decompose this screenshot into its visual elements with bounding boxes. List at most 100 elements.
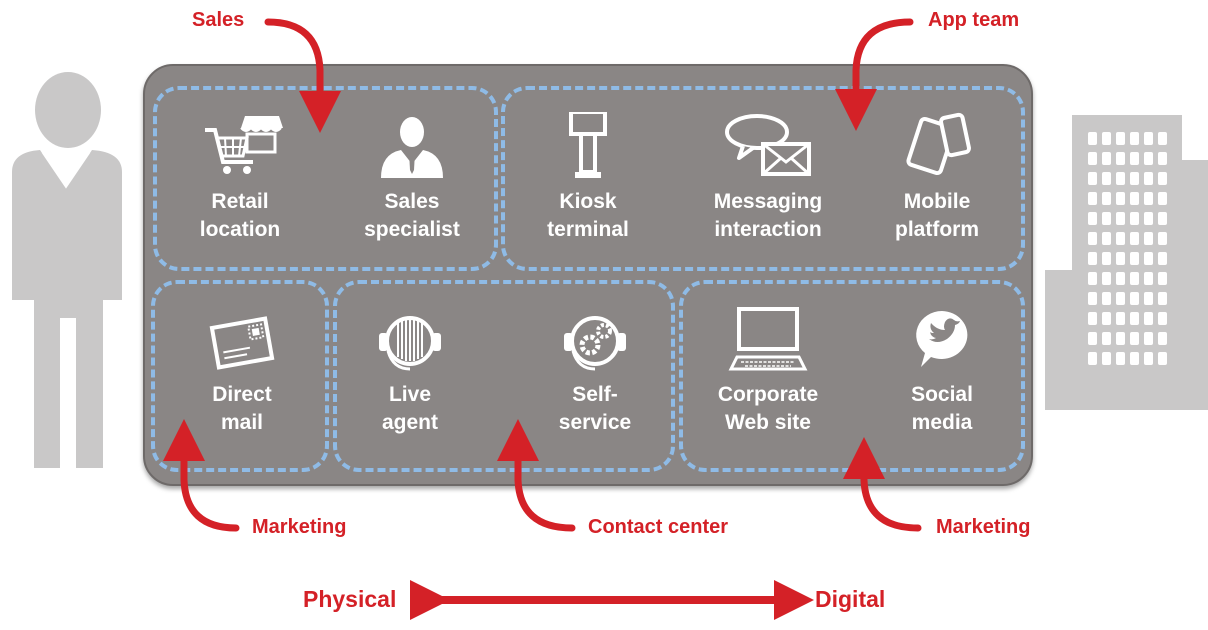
building-window (1102, 192, 1111, 205)
building-window (1116, 352, 1125, 365)
building-window (1158, 252, 1167, 265)
building-window (1130, 332, 1139, 345)
building-window (1102, 132, 1111, 145)
building-window (1116, 152, 1125, 165)
building-window (1144, 252, 1153, 265)
channel-kiosk-terminal: Kiosk terminal (508, 112, 668, 244)
computer-monitor-icon (728, 307, 808, 371)
building-window (1116, 132, 1125, 145)
group-contact-center (333, 280, 675, 472)
team-label-sales: Sales (192, 9, 245, 31)
headset-gears-icon (564, 316, 626, 371)
building-window (1158, 192, 1167, 205)
building-window (1116, 312, 1125, 325)
axis-label-digital: Digital (815, 586, 886, 612)
sales-specialist-label: Sales specialist (364, 190, 460, 241)
building-window (1144, 192, 1153, 205)
building-window (1088, 292, 1097, 305)
contact-center-arrow (497, 419, 576, 532)
building-window (1116, 232, 1125, 245)
building-window (1116, 192, 1125, 205)
building-window (1102, 272, 1111, 285)
building-window (1102, 252, 1111, 265)
live-agent-label: Live agent (381, 383, 438, 434)
retail-location-label: Retail location (199, 190, 281, 241)
marketing-right-arrow (843, 437, 922, 532)
building-window (1158, 332, 1167, 345)
building-window (1116, 172, 1125, 185)
channel-retail-location: Retail location (160, 112, 320, 244)
mobile-platform-label: Mobile platform (895, 190, 979, 241)
building-window (1144, 232, 1153, 245)
group-direct-mail (151, 280, 329, 472)
building-window (1130, 312, 1139, 325)
building-window (1102, 352, 1111, 365)
building-window (1130, 252, 1139, 265)
sales-arrow (264, 18, 341, 133)
direct-mail-label: Direct mail (212, 383, 272, 434)
building-window (1116, 292, 1125, 305)
building-window (1130, 192, 1139, 205)
corporate-web-site-label: Corporate Web site (717, 383, 819, 434)
team-label-app-team: App team (928, 9, 1020, 31)
group-sales (153, 86, 498, 271)
building-window (1102, 212, 1111, 225)
building-window (1102, 232, 1111, 245)
building-window (1144, 152, 1153, 165)
social-bird-bubble-icon (916, 311, 968, 367)
building-window (1088, 152, 1097, 165)
building-window (1158, 172, 1167, 185)
social-media-label: Social media (911, 383, 973, 434)
building-window (1158, 312, 1167, 325)
building-window (1130, 172, 1139, 185)
channel-live-agent: Live agent (330, 305, 490, 437)
team-label-contact-center: Contact center (588, 516, 729, 538)
building-window (1116, 212, 1125, 225)
building-window (1158, 212, 1167, 225)
building-window (1144, 172, 1153, 185)
channel-social-media: Social media (862, 305, 1022, 437)
building-window (1158, 272, 1167, 285)
team-label-marketing-right: Marketing (936, 516, 1031, 538)
building-window (1158, 232, 1167, 245)
app-team-arrow (835, 18, 914, 131)
marketing-left-arrow (163, 419, 240, 532)
channel-mobile-platform: Mobile platform (857, 112, 1017, 244)
building-window (1144, 332, 1153, 345)
axis-label-physical: Physical (303, 586, 397, 612)
speech-bubble-envelope-icon (725, 114, 811, 176)
building-window (1116, 252, 1125, 265)
building-window (1130, 352, 1139, 365)
building-window (1144, 312, 1153, 325)
building-window (1158, 352, 1167, 365)
self-service-label: Self- service (558, 383, 632, 434)
kiosk-icon (569, 112, 607, 178)
tablet-phone-icon (906, 112, 971, 176)
building-window (1144, 272, 1153, 285)
building-window (1088, 212, 1097, 225)
building-window (1102, 172, 1111, 185)
building-window (1144, 132, 1153, 145)
customer-person-icon (12, 72, 122, 468)
building-window (1130, 272, 1139, 285)
building-window (1116, 272, 1125, 285)
building-window (1144, 292, 1153, 305)
building-window (1144, 212, 1153, 225)
building-window (1130, 212, 1139, 225)
building-window (1102, 332, 1111, 345)
building-window (1088, 332, 1097, 345)
building-window (1088, 252, 1097, 265)
building-window (1088, 272, 1097, 285)
group-app-team (501, 86, 1025, 271)
messaging-interaction-label: Messaging interaction (713, 190, 823, 241)
building-window (1130, 232, 1139, 245)
building-window (1158, 292, 1167, 305)
team-label-marketing-left: Marketing (252, 516, 347, 538)
building-window (1088, 232, 1097, 245)
building-window (1158, 132, 1167, 145)
building-window (1116, 332, 1125, 345)
businessman-icon (381, 117, 443, 178)
headset-agent-icon (379, 316, 441, 371)
